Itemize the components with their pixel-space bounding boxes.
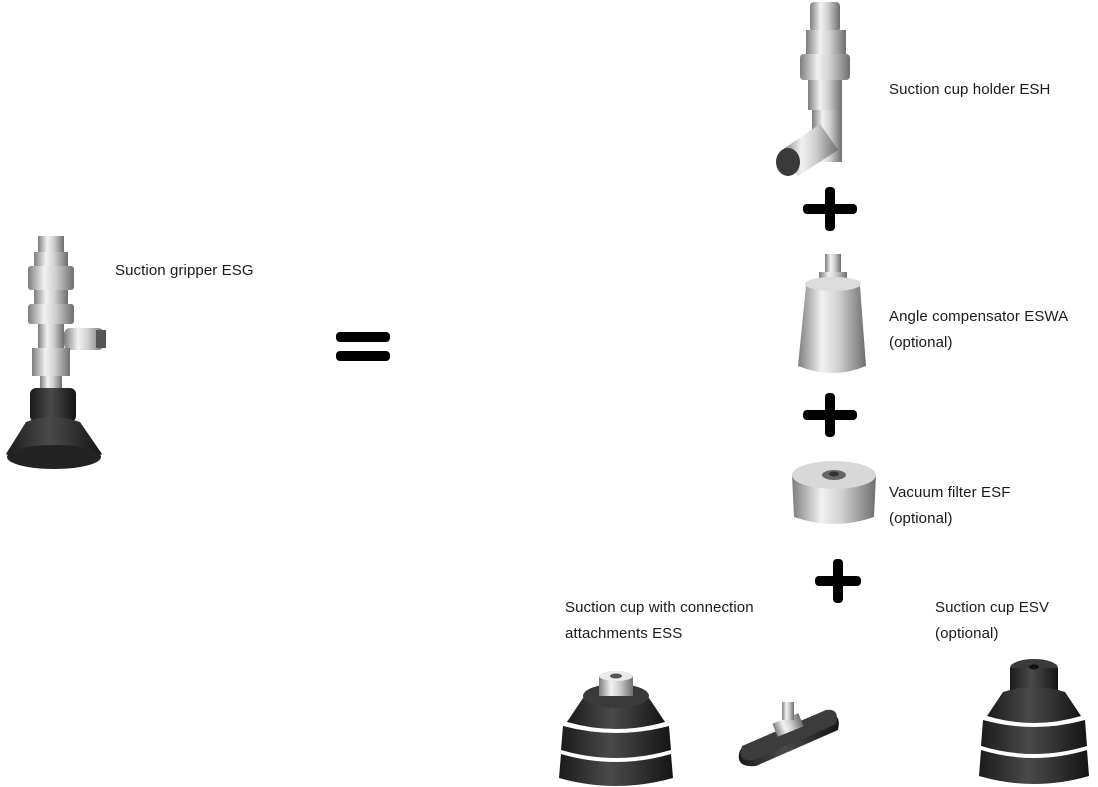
- suction-gripper-image: [6, 236, 106, 469]
- plus-sign-icon: [803, 393, 857, 437]
- plus-sign-icon: [803, 187, 857, 231]
- angle-compensator-image: [798, 254, 866, 373]
- suction-cup-esv-image: [979, 659, 1089, 784]
- label-vacuum-filter: Vacuum filter ESF (optional): [889, 484, 1011, 527]
- plus-sign-icon: [815, 559, 861, 603]
- suction-cup-ess-oval-image: [738, 702, 839, 767]
- label-suction-gripper: Suction gripper ESG: [115, 262, 254, 279]
- suction-cup-ess-round-image: [559, 671, 673, 786]
- equals-sign-icon: [336, 332, 390, 361]
- suction-cup-holder-image: [776, 2, 850, 176]
- label-suction-cup-esv: Suction cup ESV (optional): [935, 599, 1050, 642]
- label-suction-cup-ess: Suction cup with connection attachments …: [565, 599, 754, 642]
- label-angle-compensator: Angle compensator ESWA (optional): [889, 308, 1069, 351]
- label-suction-cup-holder: Suction cup holder ESH: [889, 81, 1051, 98]
- vacuum-filter-image: [792, 461, 876, 524]
